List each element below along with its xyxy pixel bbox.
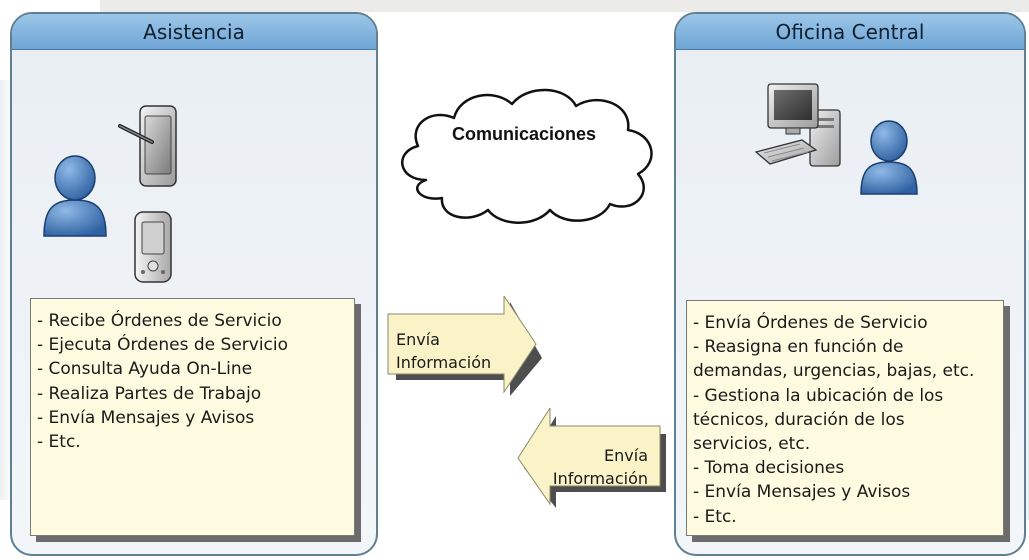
oficina-central-header: Oficina Central (676, 14, 1024, 50)
list-item: - Toma decisiones (693, 458, 845, 479)
arrow-right-label-line2: Información (396, 353, 492, 372)
list-item: demandas, urgencias, bajas, etc. (693, 361, 975, 382)
list-item: - Envía Mensajes y Avisos (693, 482, 911, 503)
list-item: - Gestiona la ubicación de los (693, 385, 944, 406)
list-item: técnicos, duración de los (693, 409, 905, 430)
list-item: - Envía Órdenes de Servicio (693, 313, 928, 333)
arrow-left-label: Envía Información (540, 444, 648, 490)
list-item: - Envía Mensajes y Avisos (37, 407, 255, 428)
arrow-right-label-line1: Envía (396, 330, 440, 349)
arrow-right-icon (387, 296, 542, 396)
list-item: - Realiza Partes de Trabajo (37, 383, 262, 404)
arrow-left-label-line1: Envía (604, 446, 648, 465)
list-item: - Ejecuta Órdenes de Servicio (37, 335, 289, 356)
asistencia-task-list: - Recibe Órdenes de Servicio - Ejecuta Ó… (30, 298, 355, 536)
list-item: - Etc. (693, 506, 737, 527)
tablet-icon (118, 105, 177, 187)
list-item: - Etc. (37, 432, 81, 453)
user-icon (860, 120, 918, 195)
top-band (100, 0, 1029, 12)
list-item: servicios, etc. (693, 434, 811, 455)
list-item: - Consulta Ayuda On-Line (37, 359, 253, 380)
list-item: - Reasigna en función de (693, 337, 904, 358)
arrow-left-label-line2: Información (552, 469, 648, 488)
arrow-left-icon (517, 408, 666, 508)
arrow-right-label: Envía Información (396, 328, 491, 374)
cloud-icon (401, 88, 653, 224)
oficina-central-panel: Oficina Central (674, 12, 1026, 556)
asistencia-panel: Asistencia (10, 12, 378, 556)
list-item: - Recibe Órdenes de Servicio (37, 311, 282, 331)
user-icon (43, 155, 107, 237)
computer-icon (754, 83, 841, 167)
oficina-central-task-list: - Envía Órdenes de Servicio - Reasigna e… (686, 300, 1004, 536)
asistencia-header: Asistencia (12, 14, 376, 50)
pda-icon (134, 211, 172, 283)
cloud-label: Comunicaciones (451, 124, 597, 144)
